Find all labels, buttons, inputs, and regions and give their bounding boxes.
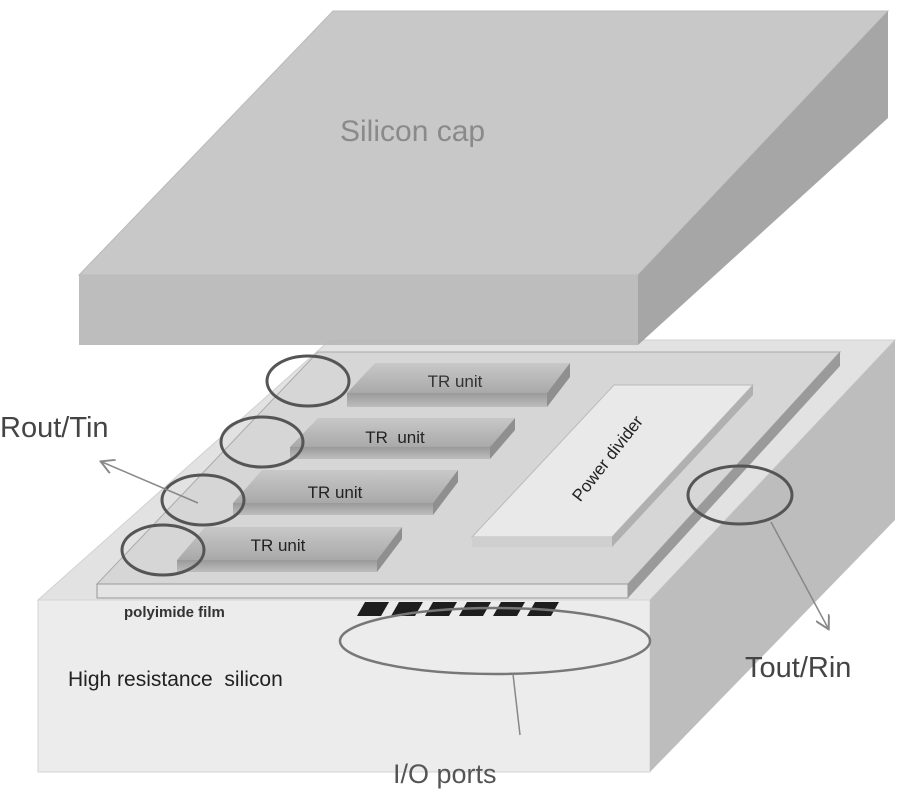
film-front-face (96, 583, 629, 599)
tr-unit-label: TR unit (251, 536, 306, 555)
interface-ellipse (120, 523, 206, 577)
tr-units: TR unit TR unit TR unit TR unit (177, 363, 570, 572)
tr-unit-label: TR unit (428, 372, 483, 391)
film-side-face (628, 352, 840, 598)
polyimide-film-label: polyimide film (124, 604, 225, 621)
tout-rin-label: Tout/Rin (745, 652, 851, 684)
interface-ellipses (120, 354, 794, 577)
io-ports-pointer-line (512, 673, 521, 736)
tr-unit-label: TR unit (365, 428, 425, 447)
tr-unit-3: TR unit (233, 470, 458, 515)
io-ports-ellipse (338, 606, 652, 676)
tr-unit-2: TR unit (290, 418, 515, 459)
rout-tin-label: Rout/Tin (0, 412, 109, 444)
tr-unit-4: TR unit (177, 527, 402, 572)
cap-front-face (79, 275, 638, 345)
silicon-cap (77, 10, 890, 345)
high-resistance-silicon-label: High resistance silicon (68, 668, 283, 691)
tout-rin-arrow (770, 521, 828, 628)
interface-ellipse (160, 473, 246, 527)
tr-unit-1: TR unit (347, 363, 570, 407)
io-ports-label: I/O ports (393, 759, 497, 789)
base-side-face (650, 340, 895, 772)
rout-tin-arrow (102, 462, 199, 504)
interface-ellipse (219, 415, 305, 469)
output-interface-ellipse (686, 464, 794, 526)
io-pad (357, 602, 389, 616)
interface-ellipse (265, 354, 351, 408)
silicon-cap-label: Silicon cap (340, 115, 485, 148)
power-divider: Power divider (470, 384, 755, 547)
tr-unit-label: TR unit (308, 483, 363, 502)
cap-side-face (638, 11, 888, 345)
